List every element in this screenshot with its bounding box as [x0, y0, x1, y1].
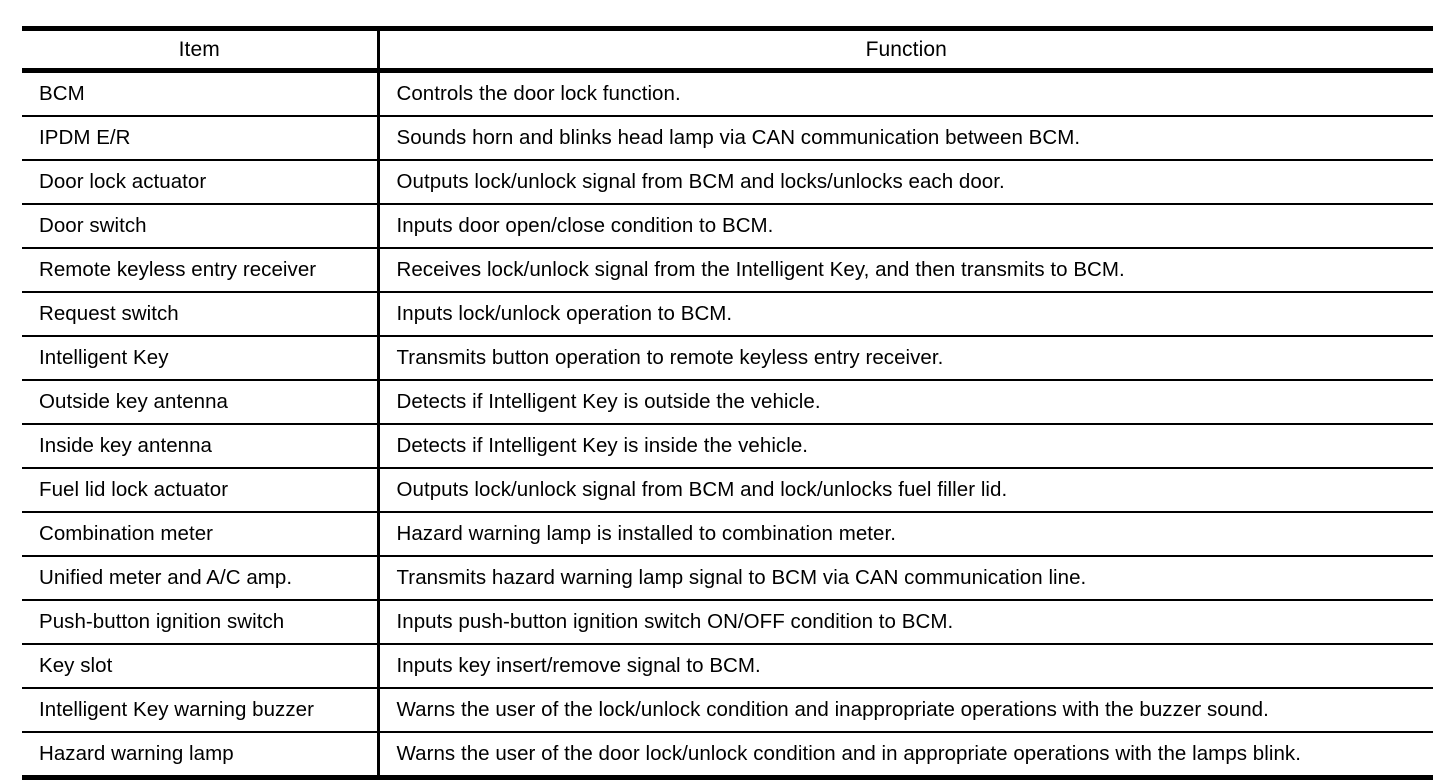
cell-function: Inputs push-button ignition switch ON/OF… [378, 599, 1433, 644]
cell-item: Combination meter [22, 511, 380, 556]
cell-function: Transmits hazard warning lamp signal to … [378, 555, 1433, 600]
cell-function: Hazard warning lamp is installed to comb… [378, 511, 1433, 556]
cell-item: Remote keyless entry receiver [22, 247, 380, 292]
cell-function: Warns the user of the door lock/unlock c… [378, 731, 1433, 778]
cell-item: Door lock actuator [22, 159, 380, 204]
cell-item: Unified meter and A/C amp. [22, 555, 380, 600]
cell-item: Door switch [22, 203, 380, 248]
cell-function: Receives lock/unlock signal from the Int… [378, 247, 1433, 292]
table-body: BCM Controls the door lock function. IPDM … [22, 70, 1433, 778]
cell-item: Key slot [22, 643, 380, 688]
cell-function: Inputs key insert/remove signal to BCM. [378, 643, 1433, 688]
cell-function: Warns the user of the lock/unlock condit… [378, 687, 1433, 732]
cell-function: Detects if Intelligent Key is outside th… [378, 379, 1433, 424]
table-header: Item Function [22, 28, 1433, 73]
cell-item: Outside key antenna [22, 379, 380, 424]
cell-item: Request switch [22, 291, 380, 336]
cell-function: Outputs lock/unlock signal from BCM and … [378, 467, 1433, 512]
column-header-function: Function [378, 28, 1433, 73]
spec-table-container: Item Function BCM Controls the door lock … [22, 26, 1433, 780]
cell-function: Transmits button operation to remote key… [378, 335, 1433, 380]
cell-function: Outputs lock/unlock signal from BCM and … [378, 159, 1433, 204]
cell-function: Detects if Intelligent Key is inside the… [378, 423, 1433, 468]
cell-function: Controls the door lock function. [396, 81, 681, 105]
cell-item: Intelligent Key [22, 335, 380, 380]
cell-item: Fuel lid lock actuator [22, 467, 380, 512]
cell-item: Inside key antenna [22, 423, 380, 468]
cell-item: IPDM E/R [22, 115, 380, 160]
cell-item: Intelligent Key warning buzzer [22, 687, 380, 732]
cell-function: Inputs door open/close condition to BCM. [378, 203, 1433, 248]
table-row: BCM Controls the door lock function. [22, 70, 1433, 116]
cell-item: Push-button ignition switch [22, 599, 380, 644]
table-row: Unified meter and A/C amp.Transmits haza… [22, 555, 1433, 600]
cell-function: Inputs lock/unlock operation to BCM. [378, 291, 1433, 336]
table-header-row: Item Function [22, 28, 1433, 73]
cell-item: BCM [22, 70, 380, 116]
cell-function: Sounds horn and blinks head lamp via CAN… [378, 115, 1433, 160]
cell-item: Hazard warning lamp [22, 731, 380, 778]
column-header-item: Item [22, 28, 380, 73]
item-function-table: Item Function BCM Controls the door lock … [22, 26, 1433, 780]
